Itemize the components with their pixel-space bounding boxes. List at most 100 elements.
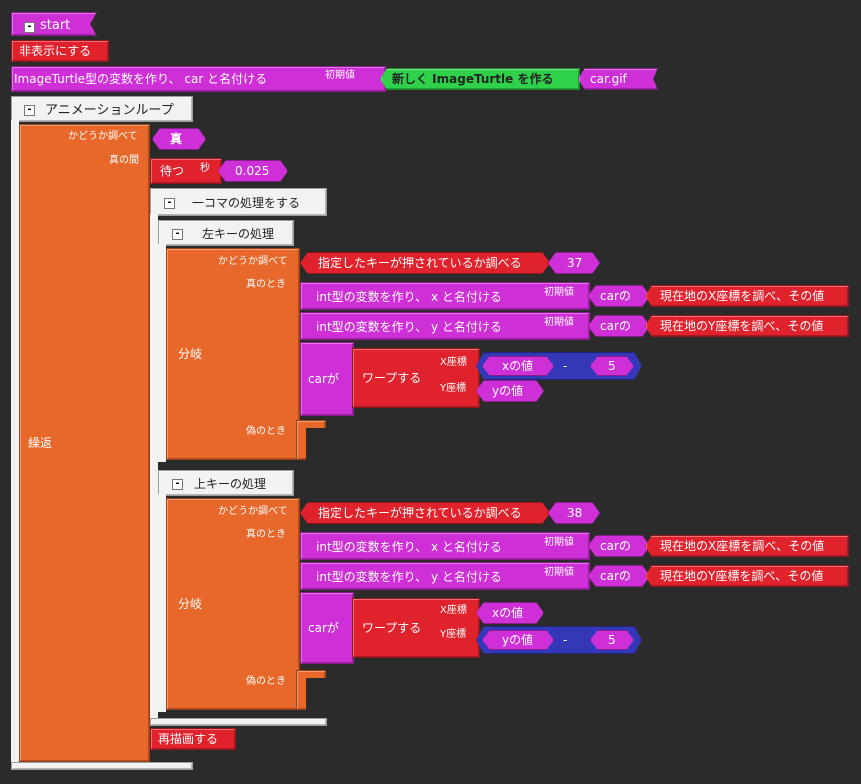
warp-block[interactable]: [352, 598, 480, 658]
redraw-label: 再描画する: [158, 732, 219, 746]
car-of-label: carの: [600, 539, 631, 553]
get-y-block[interactable]: [645, 315, 849, 337]
anim-loop-bar: [11, 120, 19, 768]
while-true-label: 真の間: [109, 155, 139, 166]
minus-label: -: [563, 633, 568, 647]
start-label: start: [40, 18, 71, 33]
repeat-block[interactable]: [19, 124, 150, 762]
collapse-toggle[interactable]: -: [172, 479, 183, 490]
car-ga-label: carが: [308, 372, 339, 386]
collapse-toggle[interactable]: -: [172, 229, 183, 240]
when-false-label: 偽のとき: [246, 426, 286, 437]
check-label: かどうか調べて: [68, 131, 138, 142]
var-decl-block[interactable]: [11, 66, 386, 92]
initial-label: 初期値: [325, 70, 355, 81]
five-block[interactable]: [590, 630, 634, 650]
wait-value-label: 0.025: [235, 164, 270, 178]
wait-block[interactable]: [150, 158, 222, 184]
redraw-block[interactable]: [150, 728, 236, 750]
false-slot: [296, 670, 326, 710]
true-value-label: 真: [170, 132, 183, 146]
int-x-block[interactable]: [300, 532, 590, 560]
key-code-label: 38: [567, 506, 583, 520]
x-value-label: xの値: [502, 359, 534, 373]
wait-value-block[interactable]: [218, 160, 288, 182]
warp-label: ワープする: [362, 371, 422, 385]
hide-block[interactable]: [11, 40, 109, 62]
car-of-label: carの: [600, 289, 631, 303]
left-branch-block[interactable]: [166, 248, 300, 460]
when-true-label: 真のとき: [246, 279, 286, 290]
warp-block[interactable]: [352, 348, 480, 408]
when-false-label: 偽のとき: [246, 676, 286, 687]
int-y-block[interactable]: [300, 312, 590, 340]
new-turtle-label: 新しく ImageTurtle を作る: [392, 72, 554, 86]
key-code-block[interactable]: [548, 252, 600, 274]
branch-label: 分岐: [178, 597, 203, 611]
warp-label: ワープする: [362, 621, 422, 635]
x-value-block[interactable]: [482, 356, 554, 376]
seconds-label: 秒: [200, 163, 210, 174]
int-y-label: int型の変数を作り、 y と名付ける: [316, 320, 502, 334]
check-label: かどうか調べて: [218, 256, 288, 267]
x-coord-label: X座標: [440, 357, 467, 368]
up-branch-block[interactable]: [166, 498, 300, 710]
y-coord-label: Y座標: [440, 383, 467, 394]
y-value-label: yの値: [502, 633, 534, 647]
initial-label: 初期値: [544, 287, 574, 298]
collapse-toggle[interactable]: -: [24, 22, 35, 33]
y-value-block[interactable]: [482, 630, 554, 650]
get-x-block[interactable]: [645, 285, 849, 307]
int-x-block[interactable]: [300, 282, 590, 310]
initial-label: 初期値: [544, 567, 574, 578]
false-slot: [296, 420, 326, 460]
anim-loop-block[interactable]: [11, 96, 193, 122]
hide-label: 非表示にする: [19, 44, 92, 58]
true-value-block[interactable]: [152, 128, 206, 150]
car-ga-label: carが: [308, 621, 339, 635]
y-value-block[interactable]: [476, 380, 544, 402]
frame-block[interactable]: [150, 188, 327, 216]
get-y-block[interactable]: [645, 565, 849, 587]
anim-loop-footer: [11, 762, 193, 770]
int-x-label: int型の変数を作り、 x と名付ける: [316, 540, 502, 554]
left-key-bar: [158, 244, 166, 462]
int-y-block[interactable]: [300, 562, 590, 590]
anim-loop-label: アニメーションループ: [45, 103, 174, 118]
repeat-label: 繰返: [28, 436, 53, 450]
five-label: 5: [608, 359, 616, 373]
key-code-block[interactable]: [548, 502, 600, 524]
var-decl-label: ImageTurtle型の変数を作り、 car と名付ける: [14, 72, 268, 86]
get-x-label: 現在地のX座標を調べ、その値: [660, 289, 825, 303]
when-true-label: 真のとき: [246, 529, 286, 540]
key-pressed-label: 指定したキーが押されているか調べる: [318, 506, 522, 520]
five-block[interactable]: [590, 356, 634, 376]
frame-footer: [150, 718, 327, 726]
get-x-block[interactable]: [645, 535, 849, 557]
initial-label: 初期値: [544, 317, 574, 328]
x-value-label: xの値: [492, 606, 524, 620]
x-value-block[interactable]: [476, 602, 544, 624]
initial-label: 初期値: [544, 537, 574, 548]
int-x-label: int型の変数を作り、 x と名付ける: [316, 290, 502, 304]
frame-label: 一コマの処理をする: [192, 196, 301, 210]
collapse-toggle[interactable]: -: [24, 105, 35, 116]
collapse-toggle[interactable]: -: [164, 198, 175, 209]
left-key-block[interactable]: [158, 220, 294, 246]
car-of-label: carの: [600, 319, 631, 333]
up-key-label: 上キーの処理: [194, 477, 267, 491]
check-label: かどうか調べて: [218, 506, 288, 517]
y-coord-label: Y座標: [440, 629, 467, 640]
get-x-label: 現在地のX座標を調べ、その値: [660, 539, 825, 553]
minus-label: -: [563, 359, 568, 373]
filename-label: car.gif: [590, 72, 627, 86]
frame-bar: [150, 214, 158, 724]
car-warp-block[interactable]: [300, 342, 354, 416]
wait-label: 待つ: [160, 164, 185, 178]
five-label: 5: [608, 633, 616, 647]
car-of-label: carの: [600, 569, 631, 583]
get-y-label: 現在地のY座標を調べ、その値: [660, 569, 824, 583]
car-warp-block[interactable]: [300, 592, 354, 664]
y-value-label: yの値: [492, 384, 524, 398]
x-coord-label: X座標: [440, 605, 467, 616]
